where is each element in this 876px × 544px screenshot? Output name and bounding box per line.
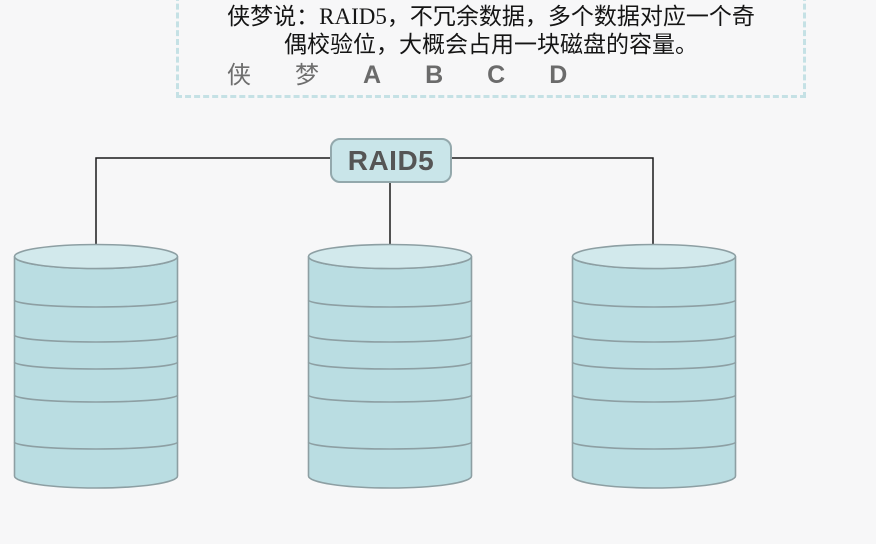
raid5-node-label: RAID5: [347, 144, 435, 176]
note-line-2: 偶校验位，大概会占用一块磁盘的容量。: [284, 32, 698, 57]
disk-cylinder-1: [13, 243, 179, 489]
watermark-item: C: [487, 61, 506, 89]
watermark-item: D: [549, 61, 568, 89]
watermark-item: B: [425, 61, 444, 89]
watermark-item: 梦: [295, 63, 319, 89]
watermark-item: 侠: [227, 63, 251, 89]
watermark-row: 侠 梦 A B C D: [185, 62, 797, 89]
disk-cylinder-2: [307, 243, 473, 489]
watermark-item: A: [363, 61, 382, 89]
note-line-1: 侠梦说：RAID5，不冗余数据，多个数据对应一个奇: [227, 4, 755, 29]
note-box: 侠梦说：RAID5，不冗余数据，多个数据对应一个奇 偶校验位，大概会占用一块磁盘…: [176, 0, 806, 98]
raid5-node: RAID5: [330, 138, 452, 183]
disk-cylinder-3: [571, 243, 737, 489]
